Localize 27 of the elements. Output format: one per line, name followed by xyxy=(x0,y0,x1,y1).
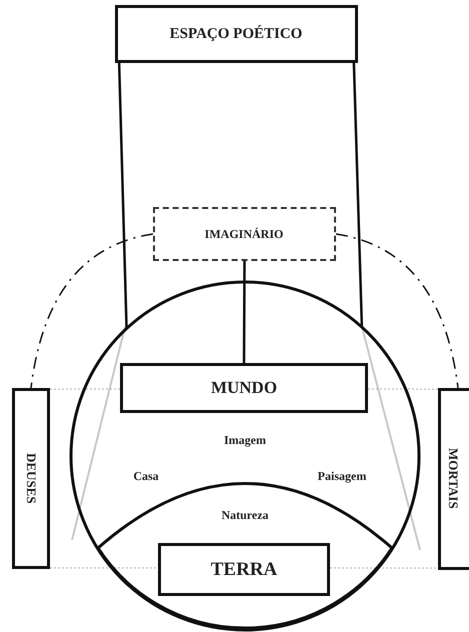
world-circle xyxy=(69,280,421,632)
dotted-line xyxy=(368,388,438,390)
connector-line xyxy=(118,62,128,329)
dash-dot-line xyxy=(336,233,459,388)
box-label: TERRA xyxy=(210,559,278,581)
vertical-label: MORTAIS xyxy=(445,448,461,508)
dotted-line xyxy=(50,567,158,568)
title-text: ESPAÇO POÉTICO xyxy=(170,26,302,42)
side-box xyxy=(12,388,50,569)
box-label: MUNDO xyxy=(210,378,278,398)
connector-line xyxy=(352,62,364,328)
dashed-box xyxy=(153,207,336,261)
vertical-label: DEUSES xyxy=(23,452,39,504)
dotted-line xyxy=(330,567,438,569)
earth-box xyxy=(158,543,330,596)
dash-dot-line xyxy=(30,233,154,388)
dotted-line xyxy=(50,388,120,390)
word-label: Paisagem xyxy=(318,468,366,484)
word-label: Imagem xyxy=(224,432,266,448)
lens-region xyxy=(96,483,394,630)
box-label: IMAGINÁRIO xyxy=(204,226,284,242)
word-label: Casa xyxy=(133,468,159,484)
word-label: Natureza xyxy=(221,508,269,522)
title-box xyxy=(115,5,358,63)
side-box xyxy=(438,388,469,570)
world-box xyxy=(120,363,368,413)
connector-line xyxy=(242,261,246,363)
